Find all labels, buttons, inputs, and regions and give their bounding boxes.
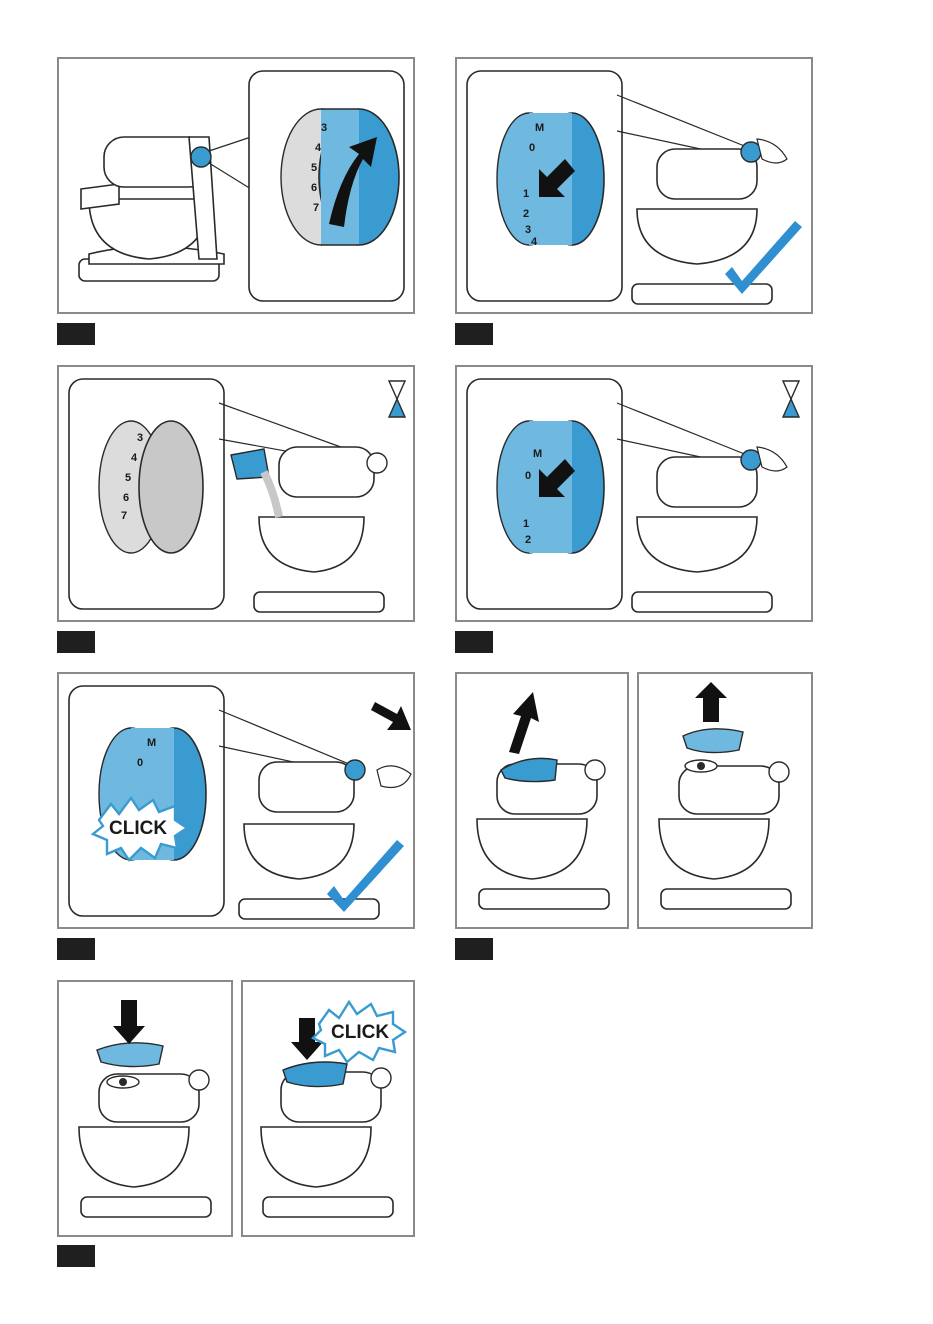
dial-mark: 0 <box>529 142 535 154</box>
hand-icon <box>757 139 787 163</box>
panel-7a-place-cover <box>57 980 233 1237</box>
panel-7b-cover-click: CLICK <box>241 980 415 1237</box>
mixer-illustration: 3 4 5 6 7 <box>59 59 417 316</box>
mixer-illustration <box>457 674 631 931</box>
dial-mark: 1 <box>523 518 529 530</box>
panel-1-turn-dial-up: 3 4 5 6 7 <box>57 57 415 314</box>
hand-icon <box>757 447 787 471</box>
step-tag <box>455 938 493 960</box>
panel-2-turn-dial-down: M 0 1 2 3 4 <box>455 57 813 314</box>
mixer-illustration: M 0 1 2 3 4 <box>457 59 815 316</box>
dial-mark: 2 <box>525 534 531 546</box>
dial-mark: 0 <box>525 470 531 482</box>
step-tag <box>57 938 95 960</box>
click-label: CLICK <box>109 818 167 839</box>
hourglass-icon <box>783 381 799 417</box>
click-burst-icon: CLICK <box>313 1002 405 1062</box>
dial-mark: 3 <box>321 122 327 134</box>
step-tag <box>57 1245 95 1267</box>
hand-icon <box>377 766 411 788</box>
dial-mark: 5 <box>311 162 317 174</box>
dial-mark: 6 <box>123 492 129 504</box>
arrow-icon <box>113 1000 145 1044</box>
panel-5-push-dial-click: M 0 CLICK <box>57 672 415 929</box>
arrow-icon <box>371 702 411 730</box>
dial-mark: 7 <box>121 510 127 522</box>
dial-mark: 3 <box>137 432 143 444</box>
step-tag <box>57 631 95 653</box>
mixer-illustration: M 0 CLICK <box>59 674 417 931</box>
dial-mark: 4 <box>315 142 322 154</box>
dial-mark: 2 <box>523 208 529 220</box>
dial-mark: 3 <box>525 224 531 236</box>
mixer-illustration <box>59 982 235 1239</box>
hourglass-icon <box>389 381 405 417</box>
mixer-illustration <box>639 674 815 931</box>
step-tag <box>57 323 95 345</box>
panel-4-turn-dial-down: M 0 1 2 <box>455 365 813 622</box>
click-label: CLICK <box>331 1022 389 1043</box>
dial-mark: 6 <box>311 182 317 194</box>
dial-mark: 1 <box>523 188 529 200</box>
mixer-illustration: M 0 1 2 <box>457 367 815 624</box>
dial-mark: M <box>535 122 544 134</box>
panel-6b-cover-removed <box>637 672 813 929</box>
step-tag <box>455 631 493 653</box>
dial-mark: M <box>533 448 542 460</box>
panel-6a-lift-cover <box>455 672 629 929</box>
arrow-icon <box>695 682 727 722</box>
panel-3-pour-ingredients: 3 4 5 6 7 <box>57 365 415 622</box>
dial-mark: 5 <box>125 472 131 484</box>
dial-mark: 0 <box>137 757 143 769</box>
dial-mark: 4 <box>531 236 538 248</box>
mixer-illustration: 3 4 5 6 7 <box>59 367 417 624</box>
dial-mark: M <box>147 737 156 749</box>
arrow-icon <box>509 692 539 754</box>
dial-mark: 4 <box>131 452 138 464</box>
dial-mark: 7 <box>313 202 319 214</box>
mixer-illustration: CLICK <box>243 982 417 1239</box>
step-tag <box>455 323 493 345</box>
